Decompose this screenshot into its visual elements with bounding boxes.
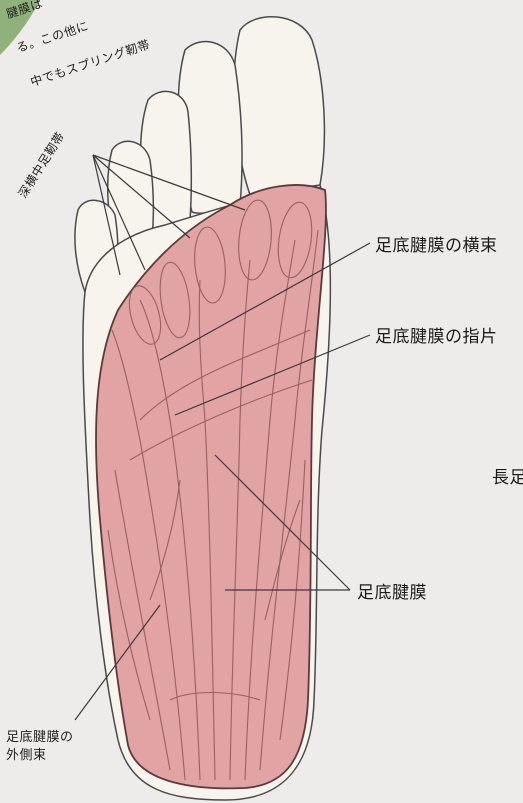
label-digital-slips: 足底腱膜の指片	[375, 322, 498, 347]
label-lateral-band-line1: 足底腱膜の	[6, 726, 74, 745]
label-plantar-aponeurosis: 足底腱膜	[357, 578, 427, 603]
label-transverse-fascicles: 足底腱膜の横束	[375, 231, 498, 256]
label-right-edge: 長足	[492, 463, 523, 488]
label-lateral-band-line2: 外側束	[6, 744, 47, 763]
